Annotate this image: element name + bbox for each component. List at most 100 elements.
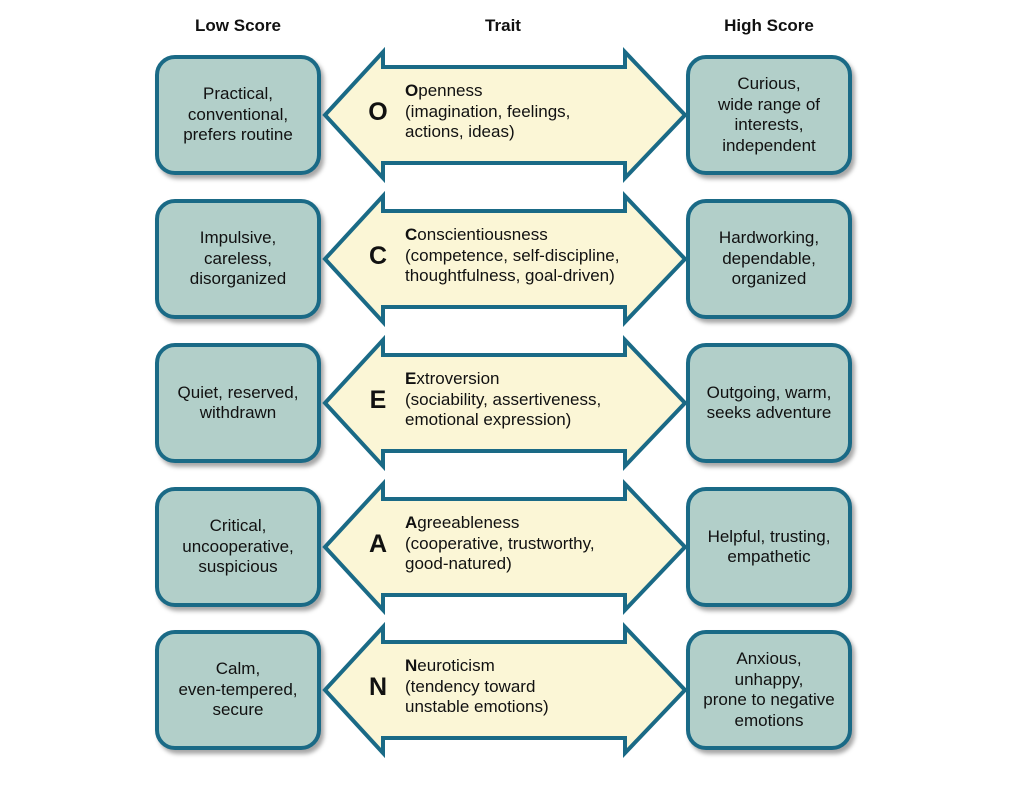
- trait-desc-line: unstable emotions): [405, 697, 549, 716]
- low-score-line: withdrawn: [199, 403, 277, 422]
- high-score-box: Outgoing, warm,seeks adventure: [686, 343, 852, 463]
- high-score-box: Hardworking,dependable,organized: [686, 199, 852, 319]
- trait-initial: N: [405, 656, 418, 675]
- trait-name-rest: greeableness: [417, 513, 520, 532]
- high-score-line: independent: [722, 135, 816, 155]
- arrow-shape: [322, 334, 688, 472]
- low-score-text: Calm,even-tempered,secure: [178, 659, 297, 721]
- low-score-text: Impulsive,careless,disorganized: [190, 228, 286, 290]
- low-score-line: suspicious: [198, 557, 278, 577]
- low-score-line: Quiet, reserved,: [177, 382, 299, 402]
- low-score-box: Quiet, reserved,withdrawn: [155, 343, 321, 463]
- high-score-text: Outgoing, warm,seeks adventure: [707, 383, 832, 424]
- arrow-shape: [322, 621, 688, 759]
- trait-initial: A: [405, 513, 418, 532]
- trait-description: Extroversion(sociability, assertiveness,…: [405, 369, 665, 431]
- high-score-line: empathetic: [727, 547, 811, 566]
- trait-letter: N: [368, 673, 388, 701]
- arrow-shape: [322, 190, 688, 328]
- low-score-header: Low Score: [195, 16, 281, 35]
- trait-desc-line: (competence, self-discipline,: [405, 245, 620, 265]
- high-score-text: Helpful, trusting,empathetic: [708, 527, 831, 568]
- double-arrow-icon: [322, 334, 688, 472]
- low-score-text: Quiet, reserved,withdrawn: [178, 383, 299, 424]
- high-score-line: organized: [731, 269, 807, 289]
- high-score-line: interests,: [734, 115, 804, 134]
- trait-name: Extroversion: [405, 369, 665, 390]
- high-score-text: Hardworking,dependable,organized: [719, 228, 819, 290]
- trait-desc-line: (tendency toward: [405, 676, 536, 696]
- low-score-box: Calm,even-tempered,secure: [155, 630, 321, 750]
- double-arrow-icon: [322, 46, 688, 184]
- high-score-header: High Score: [724, 16, 814, 35]
- high-score-line: Hardworking,: [718, 228, 820, 248]
- high-score-line: emotions: [734, 710, 804, 730]
- arrow-shape: [322, 46, 688, 184]
- low-score-line: Practical,: [203, 84, 273, 104]
- low-score-line: Critical,: [209, 516, 267, 536]
- arrow-shape: [322, 478, 688, 616]
- high-score-line: dependable,: [722, 248, 816, 268]
- trait-desc-line: thoughtfulness, goal-driven): [405, 266, 615, 285]
- trait-letter: O: [368, 98, 388, 126]
- high-score-line: unhappy,: [734, 669, 804, 689]
- trait-desc-line: good-natured): [405, 554, 512, 573]
- low-score-line: secure: [212, 700, 264, 720]
- trait-name: Agreeableness: [405, 513, 665, 534]
- low-score-line: prefers routine: [183, 125, 293, 145]
- trait-description: Openness(imagination, feelings,actions, …: [405, 81, 665, 143]
- low-score-text: Critical,uncooperative,suspicious: [182, 516, 294, 578]
- trait-name: Openness: [405, 81, 665, 102]
- double-arrow-icon: [322, 621, 688, 759]
- trait-desc-line: (imagination, feelings,: [405, 101, 571, 121]
- high-score-line: prone to negative: [703, 690, 835, 709]
- trait-name-rest: xtroversion: [416, 369, 500, 388]
- trait-desc-line: emotional expression): [405, 410, 572, 429]
- double-arrow-icon: [322, 478, 688, 616]
- trait-desc-line: (sociability, assertiveness,: [405, 389, 602, 409]
- high-score-line: Outgoing, warm,: [706, 382, 832, 402]
- trait-name-rest: euroticism: [417, 656, 495, 675]
- low-score-line: careless,: [203, 248, 273, 268]
- trait-letter: A: [368, 530, 388, 558]
- trait-name-rest: penness: [418, 81, 483, 100]
- low-score-line: even-tempered,: [178, 679, 298, 699]
- high-score-line: seeks adventure: [706, 403, 832, 422]
- low-score-line: conventional,: [187, 104, 289, 124]
- high-score-line: Helpful, trusting,: [707, 526, 831, 546]
- low-score-line: disorganized: [189, 269, 287, 289]
- trait-desc-line: actions, ideas): [405, 122, 515, 141]
- trait-initial: O: [405, 81, 419, 100]
- trait-letter: E: [369, 386, 387, 414]
- trait-description: Agreeableness(cooperative, trustworthy,g…: [405, 513, 665, 575]
- low-score-box: Impulsive,careless,disorganized: [155, 199, 321, 319]
- trait-initial: C: [405, 225, 418, 244]
- high-score-line: Curious,: [737, 74, 801, 93]
- high-score-line: wide range of: [717, 94, 821, 114]
- low-score-line: Impulsive,: [199, 228, 277, 248]
- low-score-text: Practical,conventional,prefers routine: [183, 84, 293, 146]
- trait-initial: E: [405, 369, 417, 388]
- low-score-line: Calm,: [215, 659, 261, 679]
- high-score-line: Anxious,: [736, 649, 802, 668]
- double-arrow-icon: [322, 190, 688, 328]
- trait-name: Conscientiousness: [405, 225, 665, 246]
- trait-name-rest: onscientiousness: [417, 225, 548, 244]
- low-score-box: Practical,conventional,prefers routine: [155, 55, 321, 175]
- trait-desc-line: (cooperative, trustworthy,: [405, 533, 595, 553]
- trait-description: Conscientiousness(competence, self-disci…: [405, 225, 665, 287]
- low-score-line: uncooperative,: [182, 536, 294, 556]
- high-score-box: Helpful, trusting,empathetic: [686, 487, 852, 607]
- low-score-box: Critical,uncooperative,suspicious: [155, 487, 321, 607]
